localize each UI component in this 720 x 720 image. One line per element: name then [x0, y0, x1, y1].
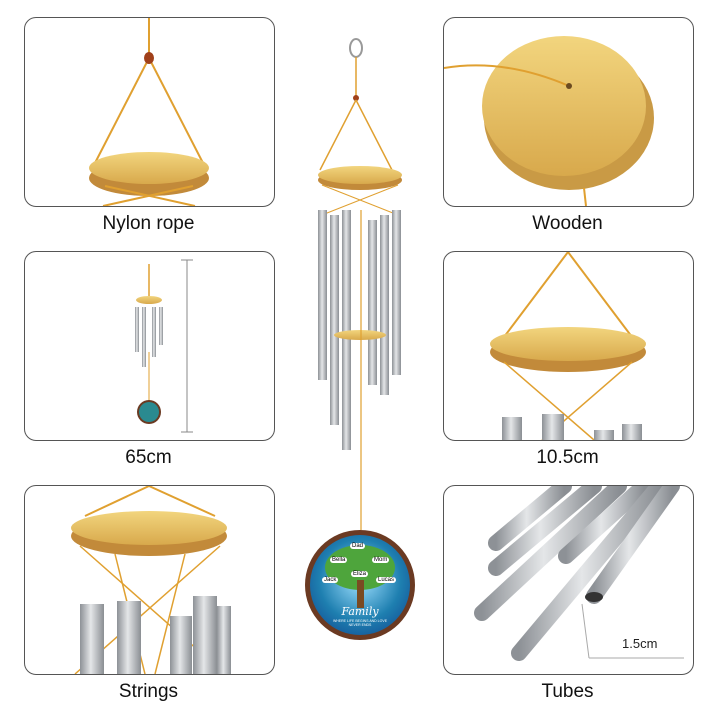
label-length: 65cm: [125, 447, 172, 468]
wind-chime-main-image: Dad Bella Mom Jack Eliza Lucas Family WH…: [290, 30, 430, 690]
label-diameter: 10.5cm: [536, 447, 599, 468]
label-nylon-rope: Nylon rope: [102, 213, 195, 234]
pendant-name: Mom: [372, 557, 390, 563]
panel-diameter: [443, 251, 694, 441]
tubes-image: [474, 486, 684, 661]
label-tubes: Tubes: [541, 681, 594, 702]
tube-diameter-annotation: 1.5cm: [622, 636, 658, 651]
panel-strings: [24, 485, 275, 675]
pendant-name: Dad: [350, 543, 366, 549]
wooden-top-diameter-image: [490, 252, 646, 440]
pendant-name: Lucas: [376, 577, 397, 583]
panel-tubes: 1.5cm: [443, 485, 694, 675]
panel-wooden: [443, 17, 694, 207]
panel-length: [24, 251, 275, 441]
pendant-subtitle: WHERE LIFE BEGINS AND LOVE NEVER ENDS: [332, 619, 388, 627]
strings-image: [71, 486, 231, 674]
pendant-name: Bella: [330, 557, 348, 563]
pendant-name: Eliza: [351, 571, 369, 577]
family-tree-pendant: Dad Bella Mom Jack Eliza Lucas Family WH…: [305, 530, 415, 640]
label-strings: Strings: [118, 681, 179, 702]
full-chime-length-image: [135, 259, 193, 433]
pendant-title: Family: [341, 605, 379, 618]
pendant-name: Jack: [322, 577, 339, 583]
wooden-disc-image: [444, 36, 654, 206]
nylon-rope-image: [89, 18, 209, 206]
label-wooden: Wooden: [532, 213, 603, 234]
panel-nylon-rope: [24, 17, 275, 207]
